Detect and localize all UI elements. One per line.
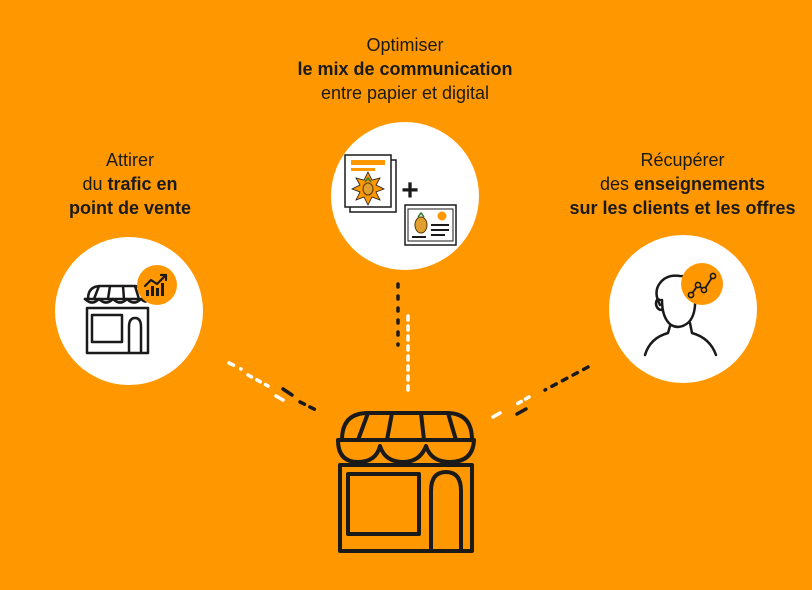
caption-left: Attirer du trafic en point de vente — [40, 148, 220, 220]
caption-center: Optimiser le mix de communication entre … — [255, 33, 555, 105]
caption-left-line2: du trafic en — [40, 172, 220, 196]
caption-center-line1: Optimiser — [366, 35, 444, 55]
caption-center-line3: entre papier et digital — [320, 83, 490, 103]
caption-right-line1: Récupérer — [640, 150, 725, 170]
caption-left-line2-pre: du — [82, 174, 108, 194]
connector-center — [396, 282, 410, 392]
caption-left-line2-bold: trafic en — [107, 174, 178, 194]
line-chart-icon — [681, 263, 723, 305]
connector-left — [227, 361, 320, 413]
caption-right-line2-pre: des — [599, 174, 634, 194]
caption-left-line3-bold: point de vente — [68, 198, 191, 218]
caption-right-line3-bold: sur les clients et les offres — [569, 198, 796, 218]
caption-center-line2: le mix de communication — [255, 57, 555, 81]
caption-left-line3: point de vente — [40, 196, 220, 220]
caption-right: Récupérer des enseignements sur les clie… — [545, 148, 812, 220]
connector-right — [491, 365, 590, 419]
caption-right-line3: sur les clients et les offres — [545, 196, 812, 220]
main-storefront-icon — [336, 411, 476, 553]
print-flyer-icon — [344, 154, 397, 213]
caption-right-line2: des enseignements — [545, 172, 812, 196]
digital-screen-icon — [404, 204, 457, 246]
growth-chart-icon — [137, 265, 177, 305]
plus-icon: + — [401, 174, 419, 207]
caption-left-line1: Attirer — [105, 150, 154, 170]
circle-right — [609, 235, 757, 383]
person-icon — [643, 274, 718, 357]
storefront-icon — [83, 284, 151, 355]
caption-center-line2-bold: le mix de communication — [297, 59, 513, 79]
caption-right-line2-bold: enseignements — [633, 174, 766, 194]
circle-left — [55, 237, 203, 385]
